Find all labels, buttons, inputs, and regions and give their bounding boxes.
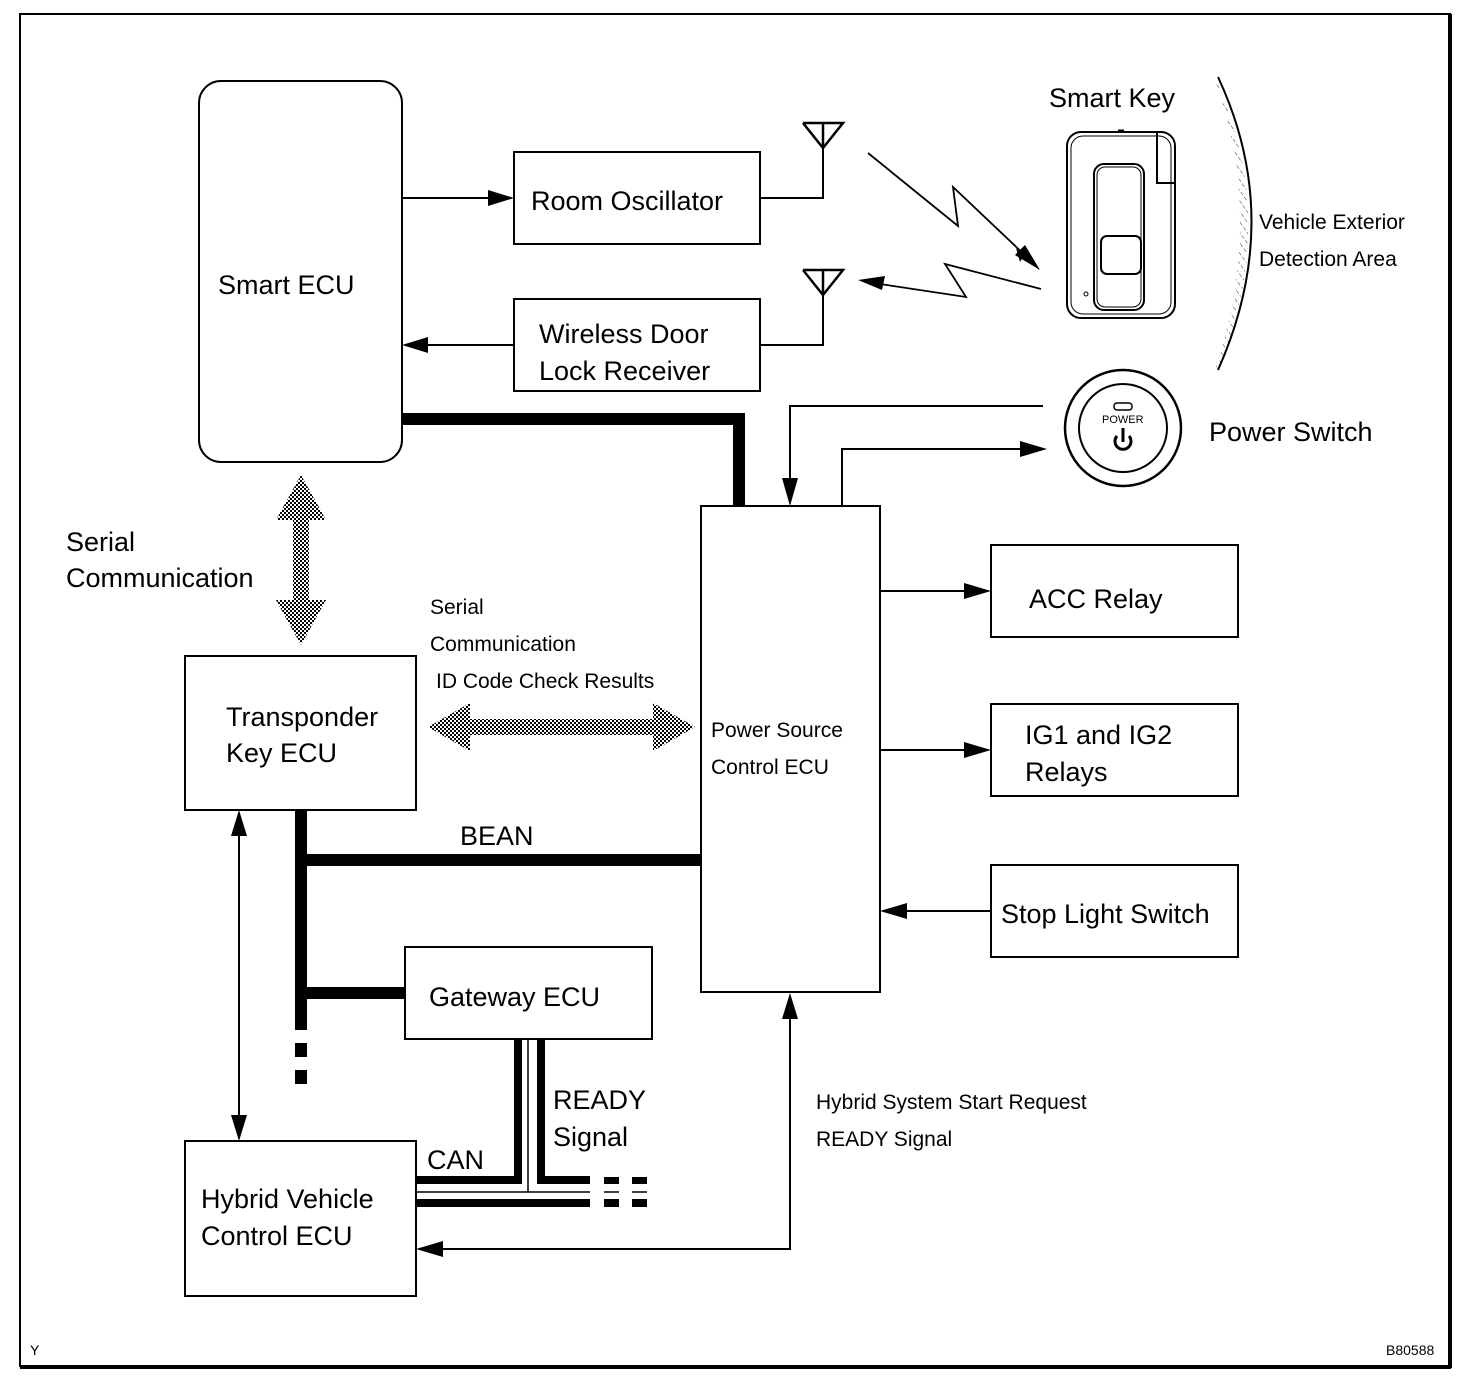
corner-mark: Y (30, 1342, 40, 1358)
arrowhead-right (488, 190, 514, 206)
can-continuation-3 (604, 1199, 619, 1207)
detection-area-label-1: Vehicle Exterior (1259, 211, 1405, 234)
gateway-ecu-block (404, 946, 653, 1040)
smart-key-icon (1066, 129, 1176, 319)
smart-to-power-source-bus (402, 413, 745, 506)
serial-arrow-horizontal (428, 703, 695, 751)
hybrid-ecu-label-1: Hybrid Vehicle (201, 1184, 374, 1214)
stop-light-switch-block (990, 864, 1239, 958)
smart-ecu-block (198, 80, 403, 463)
arrowhead-down-hybrid (231, 1115, 247, 1141)
ready-signal-label-1: READY (553, 1085, 647, 1115)
can-bus-top (416, 1039, 522, 1184)
arrowhead-left-hybrid (416, 1241, 443, 1257)
oscillator-antenna-line (760, 130, 824, 199)
arrowhead-to-antenna (858, 276, 885, 290)
arrowhead-acc (964, 583, 991, 599)
smart-ecu-label: Smart ECU (218, 270, 355, 300)
arrowhead-down (782, 478, 798, 506)
hybrid-start-label-2: READY Signal (816, 1128, 953, 1151)
acc-relay-label: ACC Relay (1029, 584, 1163, 614)
wireless-signal-to-key (867, 152, 1031, 261)
wireless-receiver-label-2: Lock Receiver (539, 356, 711, 386)
ig-relays-block (990, 703, 1239, 797)
can-continuation-4 (632, 1199, 647, 1207)
power-source-label-2: Control ECU (711, 756, 829, 779)
serial-mid-label-2: Communication (430, 633, 576, 656)
arrowhead-ig (964, 742, 991, 758)
power-source-label-1: Power Source (711, 719, 843, 742)
stop-light-switch-label: Stop Light Switch (1001, 899, 1210, 929)
hybrid-ecu-block (184, 1140, 417, 1297)
serial-left-label-2: Communication (66, 563, 254, 593)
serial-mid-label-3: ID Code Check Results (436, 670, 655, 693)
arrowhead-left (402, 337, 428, 353)
power-source-to-switch-line (841, 448, 1025, 506)
serial-left-label-1: Serial (66, 527, 136, 557)
switch-to-power-source-line (789, 405, 1043, 485)
ig-relays-label-2: Relays (1025, 757, 1108, 787)
power-switch-icon (1063, 368, 1183, 488)
transponder-block (184, 655, 417, 811)
arrowhead-right-switch (1020, 441, 1047, 457)
power-source-block (700, 505, 881, 993)
room-oscillator-block (513, 151, 761, 245)
serial-mid-label-1: Serial (430, 596, 484, 619)
detection-area-label-2: Detection Area (1259, 248, 1397, 271)
power-source-hybrid-line (440, 1015, 791, 1250)
arrowhead-to-key-fill (1015, 245, 1040, 270)
hybrid-ecu-label-2: Control ECU (201, 1221, 353, 1251)
transponder-label-1: Transponder (226, 702, 379, 732)
ready-signal-line (537, 1039, 590, 1184)
arrowhead-stop (880, 903, 907, 919)
figure-id: B80588 (1386, 1342, 1435, 1358)
detection-area-arc (1215, 78, 1249, 370)
arrowhead-up (231, 810, 247, 836)
smart-key-label: Smart Key (1049, 83, 1176, 113)
ready-signal-label-2: Signal (553, 1122, 629, 1152)
can-label: CAN (427, 1145, 485, 1175)
can-continuation-1 (604, 1177, 619, 1184)
bean-bus-continuation-2 (295, 1070, 307, 1084)
bean-bus-continuation-1 (295, 1043, 307, 1057)
hybrid-start-label-1: Hybrid System Start Request (816, 1091, 1087, 1114)
antenna-icon-top (802, 121, 846, 151)
power-button-text: POWER (1102, 414, 1144, 426)
ig-relays-label-1: IG1 and IG2 (1025, 720, 1173, 750)
arrowhead-up-power (782, 993, 798, 1019)
receiver-antenna-line (760, 280, 824, 346)
detection-area-boundary (1217, 76, 1253, 371)
antenna-icon-bottom (802, 268, 846, 298)
wireless-signal-from-key (879, 262, 1042, 299)
gateway-ecu-label: Gateway ECU (429, 982, 601, 1012)
serial-arrow-vertical (276, 475, 326, 645)
transponder-label-2: Key ECU (226, 738, 338, 768)
power-switch-label: Power Switch (1209, 417, 1373, 447)
can-continuation-2 (632, 1177, 647, 1184)
wireless-receiver-label-1: Wireless Door (539, 319, 709, 349)
bean-label: BEAN (460, 821, 534, 851)
room-oscillator-label: Room Oscillator (531, 186, 724, 216)
